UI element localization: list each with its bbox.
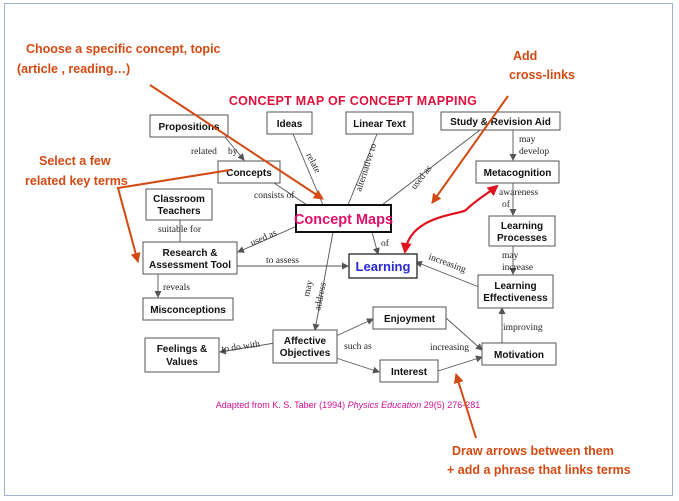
annotation-select-1: Select a few: [39, 154, 111, 168]
link-relate: relate: [303, 152, 322, 175]
edge-linear-text-concept-maps: [347, 133, 378, 206]
edge-concept-maps-tool: [237, 225, 298, 253]
edge-effectiveness-learning: [415, 260, 480, 288]
link-may-address-1: may: [302, 279, 315, 297]
node-concept-maps: Concept Maps: [294, 204, 393, 233]
svg-text:Concept Maps: Concept Maps: [294, 212, 393, 228]
link-related: related: [191, 147, 217, 157]
svg-text:Misconceptions: Misconceptions: [150, 305, 226, 316]
node-enjoyment: Enjoyment: [372, 306, 447, 330]
link-used-as-top: used as: [409, 164, 434, 192]
svg-text:Objectives: Objectives: [280, 348, 331, 359]
node-misconceptions: Misconceptions: [142, 297, 234, 321]
link-reveals: reveals: [163, 283, 190, 293]
link-suitable-for: suitable for: [158, 224, 202, 235]
svg-text:Metacognition: Metacognition: [484, 168, 552, 179]
link-may-address-2: address: [313, 281, 329, 311]
annotation-arrow-draw: [453, 373, 477, 439]
svg-text:Teachers: Teachers: [157, 206, 201, 217]
svg-text:Feelings &: Feelings &: [157, 344, 208, 355]
svg-text:Assessment Tool: Assessment Tool: [149, 260, 231, 271]
link-to-assess: to assess: [266, 256, 299, 266]
link-increasing-right: increasing: [427, 252, 467, 275]
edge-propositions-concepts: [224, 136, 245, 161]
node-linear-text: Linear Text: [345, 111, 414, 135]
svg-text:Research &: Research &: [162, 248, 217, 259]
cross-link-arrow: [400, 184, 499, 254]
diagram-title: CONCEPT MAP OF CONCEPT MAPPING: [229, 94, 477, 108]
annotation-add-1: Add: [513, 49, 537, 63]
edge-affective-enjoyment: [335, 318, 374, 337]
link-to-do-with: to do with: [221, 340, 261, 355]
annotation-draw-1: Draw arrows between them: [452, 444, 614, 458]
node-research-tool: Research & Assessment Tool: [142, 241, 238, 275]
svg-text:Linear Text: Linear Text: [353, 119, 406, 130]
edge-concepts-concept-maps: [273, 182, 308, 206]
node-propositions: Propositions: [149, 114, 229, 138]
svg-text:Values: Values: [166, 357, 198, 368]
svg-text:Concepts: Concepts: [226, 168, 272, 179]
annotation-arrows: [116, 84, 509, 439]
nodes: Propositions Ideas Linear Text Study & R…: [142, 111, 561, 383]
node-feelings-values: Feelings & Values: [144, 337, 220, 373]
link-awareness-of: of: [502, 199, 511, 210]
credit-line: Adapted from K. S. Taber (1994) Physics …: [216, 400, 481, 410]
edge-enjoyment-motivation: [445, 317, 483, 351]
link-may-increase-2: increase: [502, 263, 533, 273]
svg-text:Learning: Learning: [501, 221, 543, 232]
link-develop: develop: [519, 147, 549, 157]
node-affective-objectives: Affective Objectives: [272, 329, 338, 364]
annotation-select-2: related key terms: [25, 174, 128, 188]
node-learning-effectiveness: Learning Effectiveness: [477, 274, 554, 309]
svg-text:Learning: Learning: [356, 259, 411, 274]
slide-frame: [4, 3, 673, 496]
node-motivation: Motivation: [481, 342, 557, 366]
svg-text:Propositions: Propositions: [158, 122, 220, 133]
link-by: by: [228, 147, 238, 157]
edge-interest-motivation: [437, 355, 483, 372]
link-used-as-left: used as: [249, 228, 279, 249]
svg-text:Effectiveness: Effectiveness: [483, 293, 548, 304]
annotation-draw-2: + add a phrase that links terms: [447, 463, 631, 477]
edge-concept-maps-affective: [312, 231, 334, 331]
svg-text:Ideas: Ideas: [277, 119, 303, 130]
svg-text:Enjoyment: Enjoyment: [384, 314, 436, 325]
svg-text:Affective: Affective: [284, 336, 327, 347]
edge-study-aid-concept-maps: [381, 129, 481, 206]
link-alternative-to: alternative to: [354, 142, 379, 193]
svg-text:Learning: Learning: [494, 281, 536, 292]
node-study-aid: Study & Revision Aid: [440, 111, 561, 131]
svg-text:Study & Revision Aid: Study & Revision Aid: [450, 117, 551, 128]
link-improving: improving: [503, 323, 543, 333]
annotation-add-2: cross-links: [509, 68, 575, 82]
link-of: of: [381, 238, 390, 249]
svg-text:Motivation: Motivation: [494, 350, 544, 361]
annotations: Choose a specific concept, topic (articl…: [17, 42, 631, 477]
annotation-choose-2: (article , reading…): [17, 62, 130, 76]
edge-affective-interest: [335, 357, 380, 374]
link-increasing-bottom: increasing: [430, 343, 469, 353]
svg-text:Processes: Processes: [497, 233, 547, 244]
node-metacognition: Metacognition: [475, 160, 560, 184]
node-interest: Interest: [379, 359, 439, 383]
annotation-arrow-add: [431, 95, 509, 204]
annotation-arrow-select: [116, 169, 231, 263]
link-such-as: such as: [344, 342, 372, 352]
svg-text:Classroom: Classroom: [153, 194, 205, 205]
edge-affective-feelings: [219, 341, 282, 355]
link-awareness: awareness: [499, 188, 538, 198]
node-learning-processes: Learning Processes: [488, 215, 556, 247]
link-may-increase-1: may: [502, 251, 519, 261]
link-may: may: [519, 135, 536, 145]
edges: [154, 129, 517, 374]
node-learning: Learning: [348, 253, 418, 279]
annotation-arrow-choose: [149, 84, 324, 200]
edge-concept-maps-learning: [371, 231, 380, 255]
svg-text:Interest: Interest: [391, 367, 428, 378]
node-ideas: Ideas: [266, 111, 313, 135]
annotation-choose-1: Choose a specific concept, topic: [26, 42, 221, 56]
node-classroom-teachers: Classroom Teachers: [145, 188, 213, 221]
link-consists-of: consists of: [254, 190, 295, 201]
